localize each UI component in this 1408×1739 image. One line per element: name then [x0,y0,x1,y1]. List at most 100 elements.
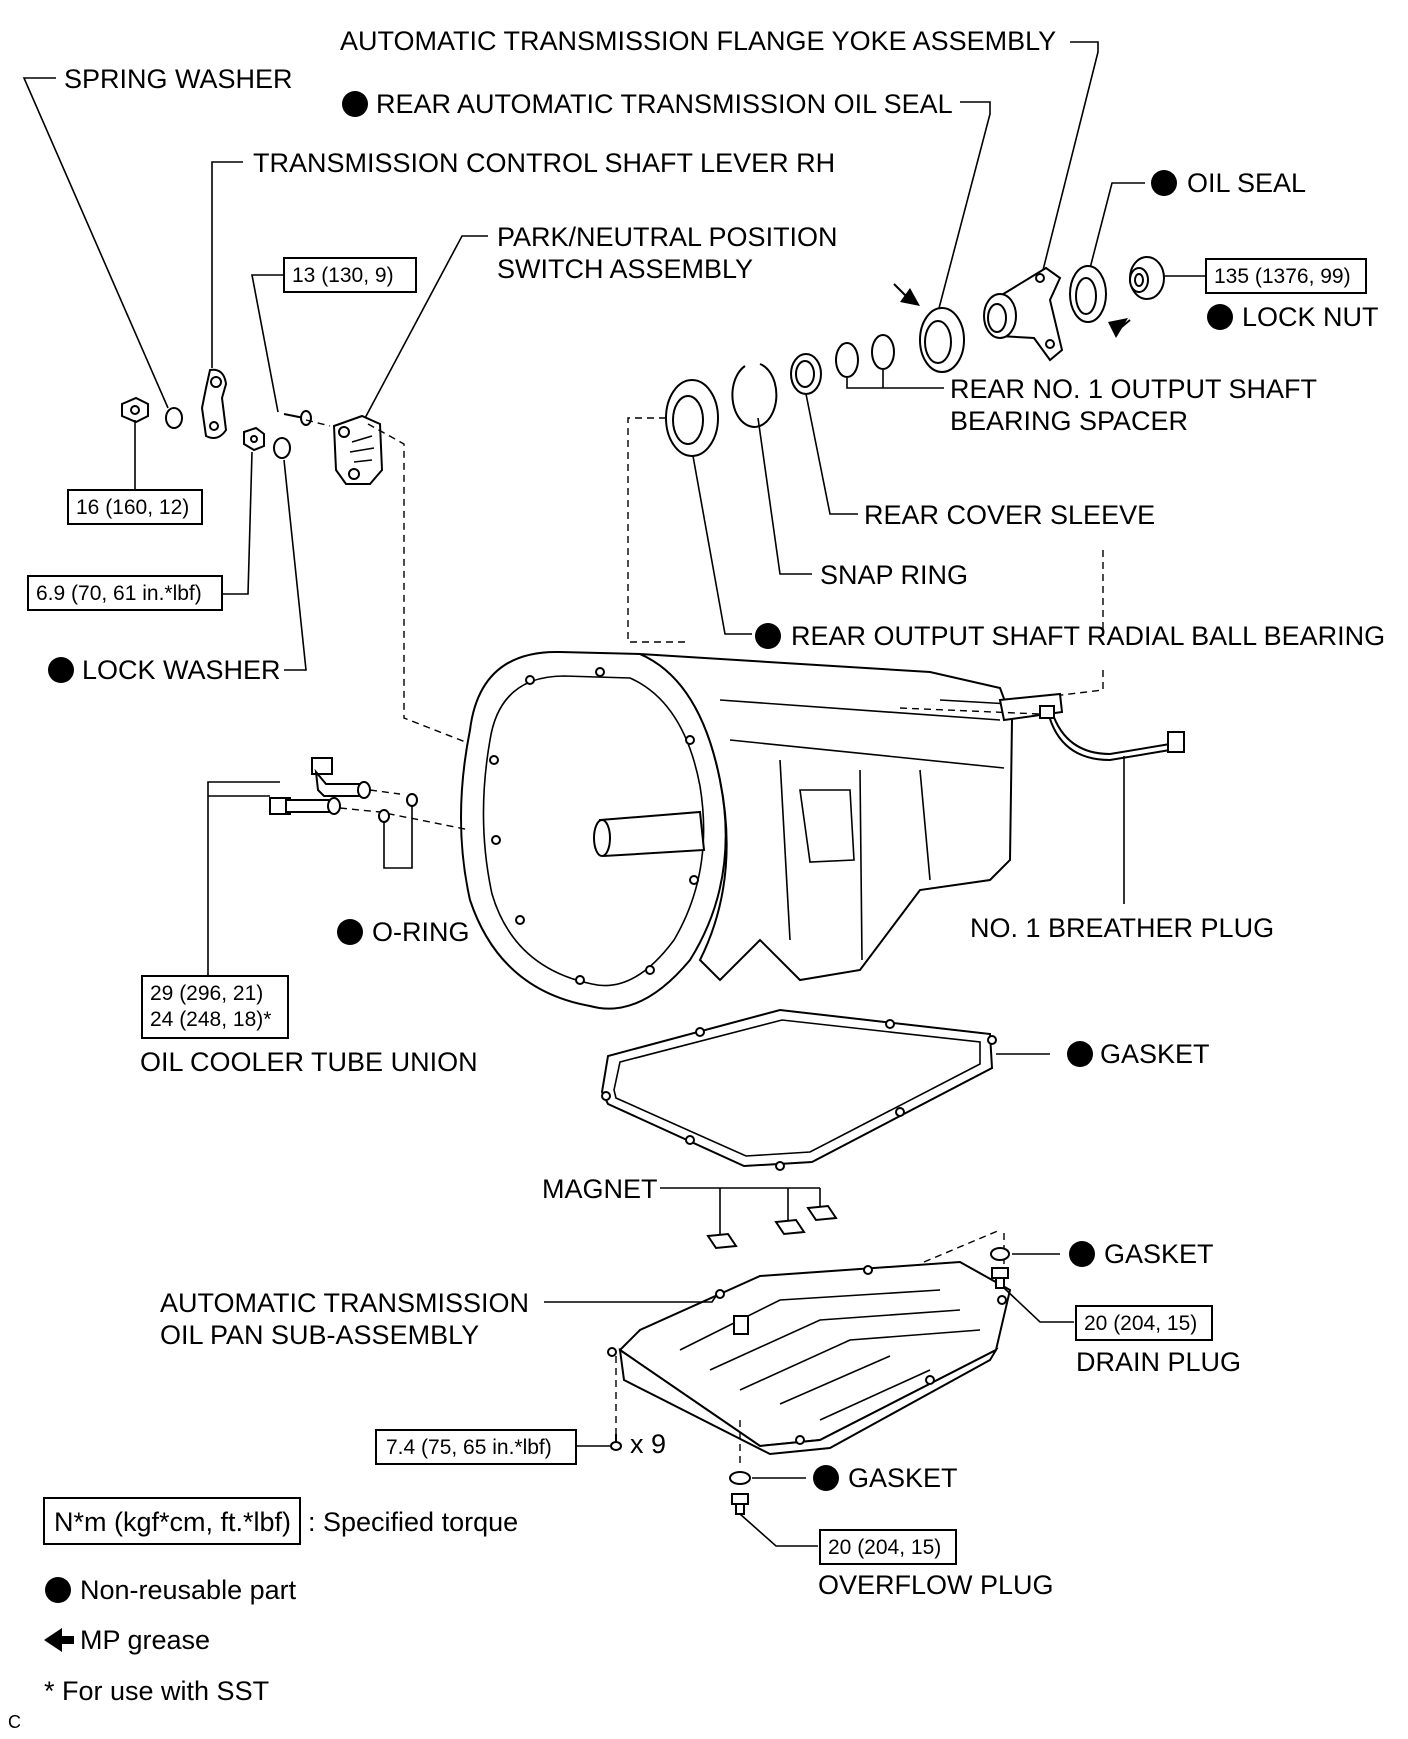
lock-washer-part [273,437,291,459]
torque-union-2: 24 (248, 18)* [150,1008,271,1031]
label-rear-cover-sleeve: REAR COVER SLEEVE [864,500,1155,530]
legend-non-reusable-dot [45,1577,71,1603]
legend-sst-note: * For use with SST [44,1676,269,1706]
magnet-part-a [706,1232,738,1250]
torque-box-overflow-plug [819,1529,957,1565]
leader-union-top [207,781,280,976]
leader-control-lever [211,161,243,368]
non-reusable-dot-overflow-gasket [813,1465,839,1491]
dashed-guide-union-a [369,789,401,795]
overflow-plug-part [731,1493,749,1515]
non-reusable-dot-oil-seal [1151,170,1177,196]
leader-switch-nut [222,451,253,595]
lever-nut-part [121,396,149,424]
park-neutral-switch-part [332,414,384,485]
transmission-case [460,650,1064,1010]
torque-switch-bolt: 13 (130, 9) [292,264,394,287]
leader-spring-washer [22,77,169,409]
mp-grease-arrow-stem-oil-seal [1117,319,1131,331]
leader-oil-seal [1087,182,1145,277]
non-reusable-dot-lock-washer [48,657,74,683]
leader-park-switch [363,235,488,421]
dashed-guide-union-b [339,807,471,831]
label-spring-washer: SPRING WASHER [64,64,293,94]
dashed-guide-bearing-group [627,417,690,643]
dashed-guide-right-low [1019,670,1104,701]
label-overflow-plug: OVERFLOW PLUG [818,1570,1054,1600]
rear-oil-seal-part [919,307,965,373]
pan-bolt-part [610,1434,622,1451]
label-spacer-line1: REAR NO. 1 OUTPUT SHAFT [950,374,1317,404]
drain-gasket-part [990,1247,1010,1261]
leader-oil-pan [544,1295,717,1303]
label-park-switch-line1: PARK/NEUTRAL POSITION [497,222,838,252]
non-reusable-dot-radial-bearing [755,623,781,649]
torque-pan-bolt: 7.4 (75, 65 in.*lbf) [386,1436,552,1459]
torque-box-switch-nut [27,575,223,611]
snap-ring-part [731,363,778,428]
mp-grease-arrow-rear-oil-seal [900,288,920,306]
drain-plug-part [991,1267,1009,1289]
switch-bolt-part [283,410,312,426]
label-magnet: MAGNET [542,1174,658,1204]
leader-switch-bolt [251,274,284,413]
torque-lock-nut: 135 (1376, 99) [1214,265,1351,288]
torque-box-union [141,975,289,1039]
leader-radial-bearing [692,455,752,635]
breather-plug-part [1039,705,1185,762]
label-o-ring: O-RING [372,917,470,947]
torque-overflow-plug: 20 (204, 15) [828,1536,941,1559]
legend-non-reusable: Non-reusable part [80,1575,297,1605]
legend-torque-box [43,1497,301,1545]
spring-washer-part [165,407,183,429]
label-oil-seal: OIL SEAL [1187,168,1306,198]
torque-union-1: 29 (296, 21) [150,982,263,1005]
label-spacer-line2: BEARING SPACER [950,406,1188,436]
torque-box-lock-nut [1205,258,1367,294]
radial-ball-bearing-part [665,379,719,457]
label-park-switch-line2: SWITCH ASSEMBLY [497,254,753,284]
legend-torque-desc: : Specified torque [308,1507,518,1537]
leader-drain-plug [1003,1287,1074,1323]
corner-mark: C [8,1712,21,1732]
legend-mp-grease-arrow-stem [60,1636,74,1644]
leader-spacer-b [846,378,944,389]
torque-box-lever-nut [67,489,203,525]
o-ring-part-a [406,793,418,807]
legend-mp-grease: MP grease [80,1625,210,1655]
legend-torque-unit: N*m (kgf*cm, ft.*lbf) [54,1507,291,1537]
torque-switch-nut: 6.9 (70, 61 in.*lbf) [36,582,202,605]
label-breather-plug: NO. 1 BREATHER PLUG [970,913,1274,943]
label-lock-washer: LOCK WASHER [82,655,281,685]
label-rear-oil-seal: REAR AUTOMATIC TRANSMISSION OIL SEAL [376,89,953,119]
legend-mp-grease-arrow-icon [44,1628,62,1652]
label-pan-gasket: GASKET [1100,1039,1210,1069]
leader-rear-cover-sleeve [805,393,858,515]
label-overflow-gasket: GASKET [848,1463,958,1493]
label-lock-nut: LOCK NUT [1242,302,1379,332]
dashed-guide-switch [367,423,487,751]
torque-box-drain-plug [1075,1305,1213,1341]
leader-overflow-plug [739,1513,818,1547]
non-reusable-dot-drain-gasket [1069,1241,1095,1267]
leader-flange-yoke [1039,41,1099,283]
label-bolt-quantity: x 9 [630,1429,666,1459]
leader-o-ring [383,806,413,869]
pan-gasket-part [600,1008,997,1171]
oil-pan-part [607,1260,1012,1456]
leader-lock-washer [283,459,307,671]
torque-lever-nut: 16 (160, 12) [76,496,189,519]
label-snap-ring: SNAP RING [820,560,968,590]
non-reusable-dot-pan-gasket [1067,1041,1093,1067]
non-reusable-dot-lock-nut [1207,304,1233,330]
overflow-gasket-part [729,1471,751,1485]
non-reusable-dot-rear-oil-seal [342,91,368,117]
dashed-guide-pan [923,1229,1001,1263]
legend: N*m (kgf*cm, ft.*lbf) : Specified torque… [43,1497,518,1706]
oil-cooler-union-parts [269,757,371,815]
label-drain-plug: DRAIN PLUG [1076,1347,1241,1377]
leader-snap-ring [757,417,812,575]
flange-yoke-part [983,266,1064,362]
control-shaft-lever-part [200,368,228,439]
